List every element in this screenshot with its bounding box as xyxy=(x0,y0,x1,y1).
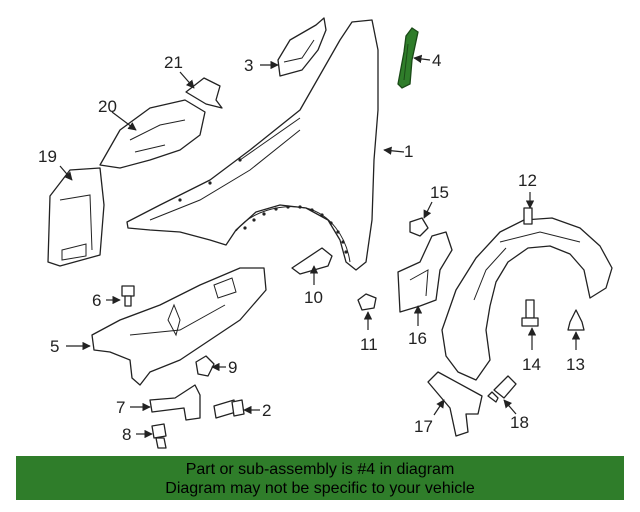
callout-10: 10 xyxy=(304,288,323,307)
callout-8: 8 xyxy=(122,425,131,444)
fender-liner-bracket-part[interactable] xyxy=(91,267,267,386)
small-bracket-part[interactable] xyxy=(185,77,223,109)
callout-4: 4 xyxy=(432,51,441,70)
callout-2: 2 xyxy=(262,401,271,420)
callout-7: 7 xyxy=(116,398,125,417)
banner-line-part-number: Part or sub-assembly is #4 in diagram xyxy=(185,461,455,478)
lower-bracket-part[interactable] xyxy=(149,384,201,421)
info-banner: Part or sub-assembly is #4 in diagram Di… xyxy=(16,456,624,500)
screw-part-18[interactable] xyxy=(487,375,517,403)
callout-14: 14 xyxy=(522,355,541,374)
mud-flap-part[interactable] xyxy=(427,371,483,437)
callout-1: 1 xyxy=(404,142,413,161)
bolt-part-6[interactable] xyxy=(121,285,135,307)
callout-5: 5 xyxy=(50,337,59,356)
upper-bracket-part[interactable] xyxy=(277,17,327,77)
callout-20: 20 xyxy=(98,97,117,116)
callout-13: 13 xyxy=(566,355,585,374)
plate-part-10[interactable] xyxy=(291,247,333,275)
banner-line-disclaimer: Diagram may not be specific to your vehi… xyxy=(165,480,475,497)
callout-16: 16 xyxy=(408,329,427,348)
callout-17: 17 xyxy=(414,417,433,436)
bolt-part-2[interactable] xyxy=(213,399,245,419)
fender-part[interactable] xyxy=(126,19,379,271)
bolt-part-8[interactable] xyxy=(151,423,167,449)
mudguard-bracket-part[interactable] xyxy=(397,231,453,313)
highlighted-seal-part[interactable] xyxy=(397,27,419,89)
nut-part-15[interactable] xyxy=(409,217,429,237)
wheel-arch-liner-part[interactable] xyxy=(441,207,613,381)
insulator-part[interactable] xyxy=(99,99,206,169)
callout-11: 11 xyxy=(360,335,378,354)
callout-21: 21 xyxy=(164,53,183,72)
callout-19: 19 xyxy=(38,147,57,166)
callout-12: 12 xyxy=(518,171,537,190)
callout-3: 3 xyxy=(244,56,253,75)
clip-part-13[interactable] xyxy=(567,309,585,331)
clip-part-11[interactable] xyxy=(357,293,377,311)
screw-part-14[interactable] xyxy=(521,299,539,327)
callout-6: 6 xyxy=(92,291,101,310)
parts-diagram: 1 2 3 4 5 6 7 8 9 10 11 12 13 14 15 16 1… xyxy=(38,17,613,449)
callout-18: 18 xyxy=(510,413,529,432)
clip-part-9[interactable] xyxy=(195,355,215,377)
callout-9: 9 xyxy=(228,358,237,377)
callout-15: 15 xyxy=(430,183,449,202)
side-panel-part[interactable] xyxy=(47,167,105,267)
